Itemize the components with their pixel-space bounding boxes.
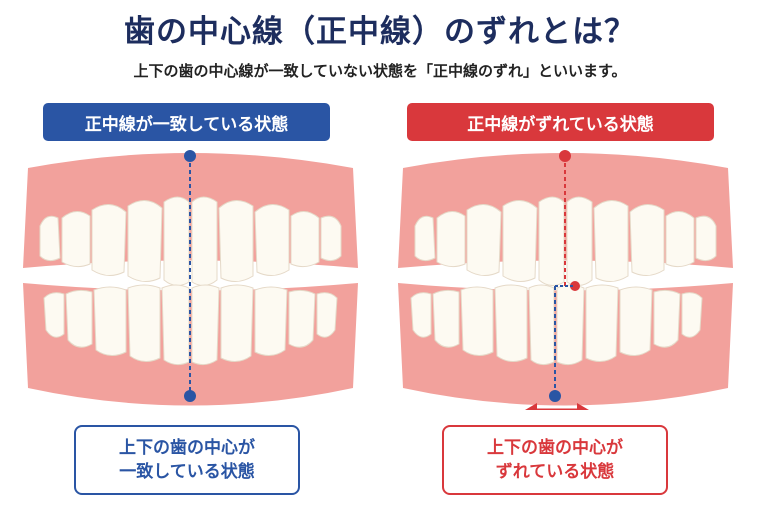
lower-midline-dot — [549, 390, 561, 402]
upper-teeth — [414, 196, 717, 286]
aligned-caption: 上下の歯の中心が 一致している状態 — [74, 425, 300, 495]
aligned-teeth-illustration — [23, 150, 358, 406]
misaligned-teeth-illustration — [398, 150, 733, 410]
aligned-caption-line1: 上下の歯の中心が — [119, 438, 255, 458]
page-subtitle: 上下の歯の中心線が一致していない状態を「正中線のずれ」といいます。 — [133, 62, 627, 80]
upper-midline-dot — [184, 150, 196, 162]
upper-midline-dot — [559, 150, 571, 162]
lower-teeth — [43, 284, 338, 366]
aligned-caption-line2: 一致している状態 — [119, 462, 255, 482]
misaligned-caption: 上下の歯の中心が ずれている状態 — [442, 425, 668, 495]
upper-teeth — [39, 196, 342, 286]
upper-midline-end-dot — [570, 281, 580, 291]
aligned-label: 正中線が一致している状態 — [43, 103, 330, 141]
misaligned-label: 正中線がずれている状態 — [407, 103, 714, 141]
lower-midline-dot — [184, 390, 196, 402]
offset-arrow-icon — [525, 403, 589, 410]
page-title: 歯の中心線（正中線）のずれとは？ — [124, 14, 636, 50]
lower-teeth — [410, 284, 703, 366]
misaligned-caption-line2: ずれている状態 — [495, 462, 615, 482]
misaligned-caption-line1: 上下の歯の中心が — [487, 438, 623, 458]
